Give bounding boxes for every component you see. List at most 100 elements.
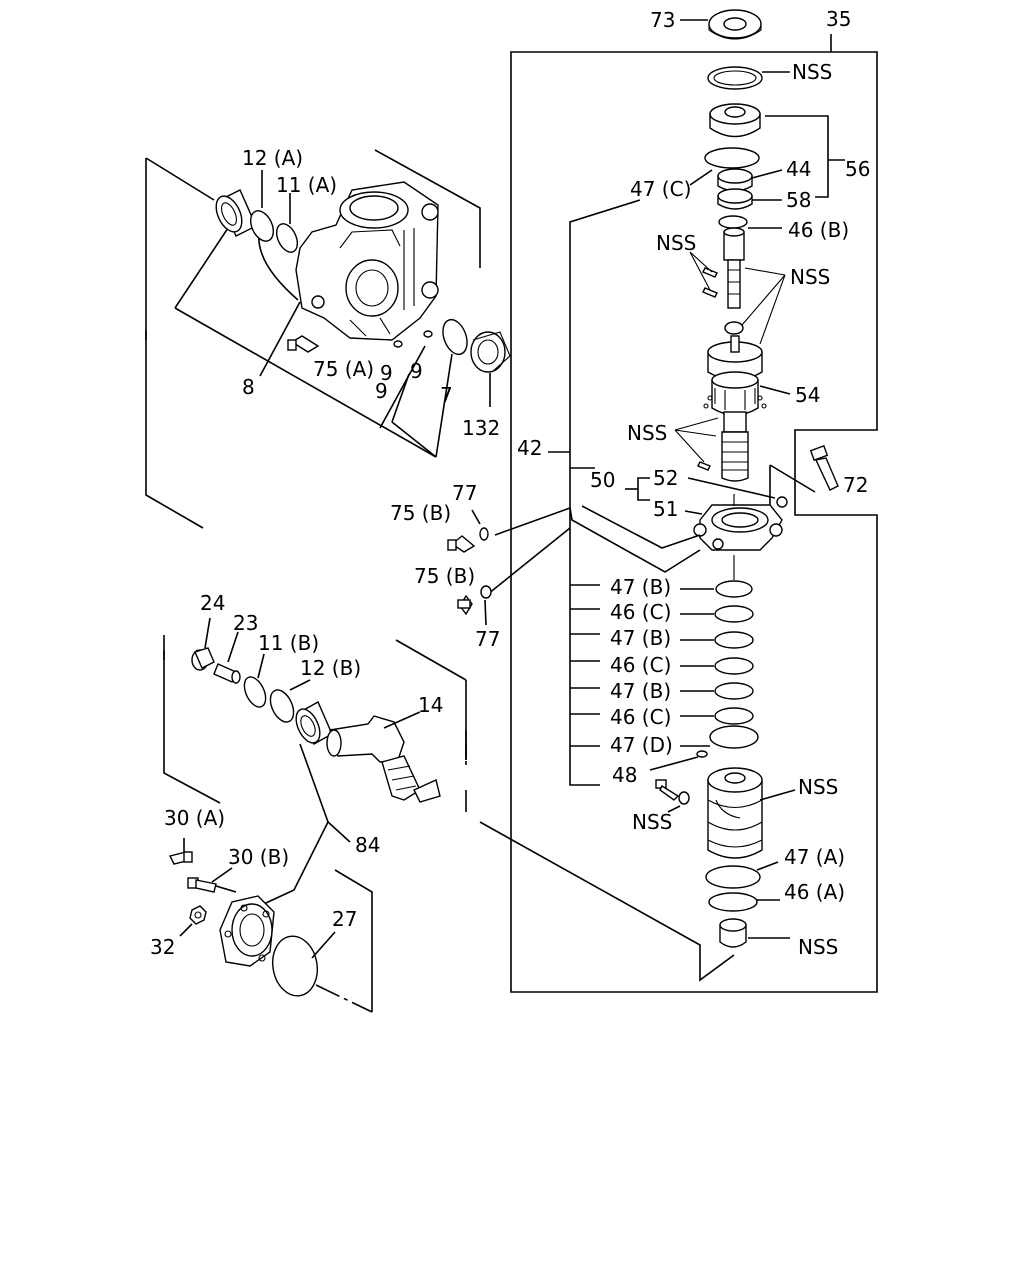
lower-valve-body — [707, 767, 763, 859]
ring-46c-1 — [714, 605, 754, 623]
label-46c-1: 46 (C) — [610, 600, 671, 624]
bearing-12a — [215, 189, 257, 237]
label-24: 24 — [200, 591, 225, 615]
oring-47b-1 — [715, 580, 753, 598]
callout-labels: 73 35 NSS 44 56 58 47 (C) 46 (B) NSS NSS… — [150, 7, 870, 959]
stud-30a — [168, 851, 193, 865]
label-48: 48 — [612, 763, 637, 787]
label-50: 50 — [590, 468, 615, 492]
label-nss-shaft: NSS — [627, 421, 667, 445]
assembly-frame-35 — [510, 51, 878, 993]
label-77-lower: 77 — [475, 627, 500, 651]
label-54: 54 — [795, 383, 820, 407]
label-47a: 47 (A) — [784, 845, 845, 869]
oring-47b-2 — [714, 631, 754, 649]
oring-47d — [709, 725, 759, 749]
ring-46c-3 — [714, 707, 754, 725]
label-23: 23 — [233, 611, 258, 635]
cap-24 — [191, 647, 215, 671]
label-47d: 47 (D) — [610, 733, 673, 757]
sector-shaft-14 — [326, 715, 441, 803]
bearing-44 — [717, 168, 753, 192]
label-27: 27 — [332, 907, 357, 931]
bracket-42 — [569, 199, 641, 786]
fitting-75b-lower — [457, 594, 473, 616]
label-14: 14 — [418, 693, 443, 717]
label-11a: 11 (A) — [276, 173, 337, 197]
ring-46a — [708, 892, 758, 912]
oring-7 — [442, 318, 468, 356]
valve-cap — [709, 103, 761, 138]
oring-47a — [705, 865, 761, 889]
needle-bearing — [295, 701, 333, 745]
label-32: 32 — [150, 935, 175, 959]
oring-27 — [272, 935, 318, 997]
bolt-72 — [809, 445, 839, 491]
rotor-54 — [703, 335, 767, 416]
label-51: 51 — [653, 497, 678, 521]
label-52: 52 — [653, 466, 678, 490]
oring-47b-3 — [714, 682, 754, 700]
nss-bolt — [655, 779, 690, 805]
label-30a: 30 (A) — [164, 806, 225, 830]
label-58: 58 — [786, 188, 811, 212]
ring-46b — [718, 215, 748, 229]
label-30b: 30 (B) — [228, 845, 289, 869]
label-nss-bolt: NSS — [632, 810, 672, 834]
side-cover — [219, 895, 275, 967]
ring-46c-2 — [714, 657, 754, 675]
label-73: 73 — [650, 8, 675, 32]
label-75b-lower: 75 (B) — [414, 564, 475, 588]
label-8: 8 — [242, 375, 255, 399]
label-84: 84 — [355, 833, 380, 857]
label-nss-spool: NSS — [790, 265, 830, 289]
label-47c: 47 (C) — [630, 177, 691, 201]
label-75b-upper: 75 (B) — [390, 501, 451, 525]
gear-housing-8 — [295, 181, 439, 341]
oring-47c — [704, 147, 760, 169]
label-42: 42 — [517, 436, 542, 460]
label-46b: 46 (B) — [788, 218, 849, 242]
label-56: 56 — [845, 157, 870, 181]
label-77-upper: 77 — [452, 481, 477, 505]
label-7: 7 — [440, 383, 453, 407]
bolt-30b — [187, 877, 217, 893]
label-12b: 12 (B) — [300, 656, 361, 680]
label-11b: 11 (B) — [258, 631, 319, 655]
screw-23 — [213, 663, 241, 684]
label-9-b: 9 — [410, 359, 423, 383]
ring-12a — [249, 210, 275, 242]
label-9-a: 9 — [380, 361, 393, 385]
label-44: 44 — [786, 157, 811, 181]
bottom-plug — [719, 918, 747, 948]
fitting-75b-upper — [447, 535, 476, 553]
label-nss-plug: NSS — [798, 935, 838, 959]
valve-housing-51 — [693, 504, 783, 551]
housing-frame — [145, 157, 215, 529]
cap-132 — [470, 331, 511, 373]
label-nss-body: NSS — [798, 775, 838, 799]
label-46a: 46 (A) — [784, 880, 845, 904]
label-nss-top: NSS — [792, 60, 832, 84]
label-72: 72 — [843, 473, 868, 497]
seal-58 — [717, 188, 753, 210]
snap-ring-11b — [243, 676, 267, 708]
ring-12b — [269, 689, 295, 723]
snap-ring-11a — [275, 223, 299, 253]
label-75a: 75 (A) — [313, 357, 374, 381]
label-47b-2: 47 (B) — [610, 626, 671, 650]
snap-ring-top — [707, 66, 763, 90]
label-35: 35 — [826, 7, 851, 31]
nut-32 — [189, 905, 207, 925]
dash-chain-right — [479, 821, 735, 982]
label-46c-3: 46 (C) — [610, 705, 671, 729]
input-shaft — [721, 411, 749, 482]
label-12a: 12 (A) — [242, 146, 303, 170]
label-9-c: 9 — [375, 379, 388, 403]
label-47b-3: 47 (B) — [610, 679, 671, 703]
label-nss-pins: NSS — [656, 231, 696, 255]
part-73-seal — [708, 9, 762, 40]
label-47b-1: 47 (B) — [610, 575, 671, 599]
fitting-75a — [287, 335, 320, 353]
